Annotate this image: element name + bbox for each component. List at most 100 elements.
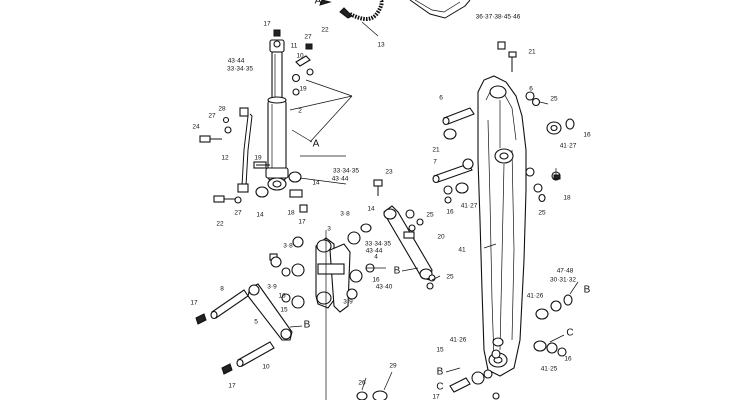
callout-16-link: 16 <box>372 277 380 284</box>
link-3 <box>315 230 351 400</box>
callout-25-right: 25 <box>446 274 454 281</box>
marker-a: A <box>313 139 320 150</box>
callout-17-mid: 17 <box>298 219 306 226</box>
callout-3: 3 <box>327 226 331 233</box>
callout-6: 6 <box>439 95 443 102</box>
callout-11: 11 <box>291 43 298 50</box>
callout-4: 4 <box>374 254 378 261</box>
marker-b-boom: B <box>437 367 444 378</box>
callout-41-25: 41·25 <box>541 366 558 373</box>
callout-29: 29 <box>389 363 397 370</box>
callout-47-48: 47·48 <box>557 268 574 275</box>
callout-30-31-32: 30·31·32 <box>550 277 576 284</box>
callout-41-27: 41·27 <box>560 143 577 150</box>
boom-pin-7 <box>432 158 474 194</box>
callout-labels: 13 36·37·38·45·46 17 27 22 11 10 19 43·4… <box>190 14 591 400</box>
callout-21-lower: 21 <box>432 147 440 154</box>
marker-b-right: B <box>584 285 591 296</box>
callout-43-44: 43·44 <box>228 58 245 65</box>
callout-3-8: 3·8 <box>340 211 350 218</box>
boom-fragment <box>409 0 471 19</box>
hydraulic-cylinder <box>265 39 289 191</box>
callout-7: 7 <box>433 159 437 166</box>
callout-27-left: 27 <box>208 113 216 120</box>
callout-5: 5 <box>254 319 258 326</box>
boom-right-bushings <box>525 118 575 203</box>
callout-24: 24 <box>192 124 200 131</box>
callout-18-lower: 18 <box>287 210 295 217</box>
callout-16-boom: 16 <box>564 356 572 363</box>
callout-25: 25 <box>550 96 558 103</box>
callout-41-26-right: 41·26 <box>527 293 544 300</box>
callout-13: 13 <box>377 42 385 49</box>
callout-26: 26 <box>358 380 366 387</box>
callout-25-link: 25 <box>426 212 434 219</box>
callout-14: 14 <box>312 180 320 187</box>
callout-21: 21 <box>528 49 536 56</box>
callout-14-right: 14 <box>367 206 375 213</box>
marker-c-upper: C <box>566 328 573 339</box>
cylinder-top-hardware <box>273 29 314 96</box>
callout-22-left: 22 <box>216 221 224 228</box>
callout-17: 17 <box>263 21 271 28</box>
callout-3-9: 3·9 <box>267 284 277 291</box>
small-bolts-left <box>199 116 242 204</box>
callout-41: 41 <box>458 247 466 254</box>
link-4 <box>383 205 436 290</box>
callout-17-boom: 17 <box>432 394 440 400</box>
grease-line <box>237 107 253 193</box>
reference-markers: A A B B B B C C <box>289 0 591 393</box>
callout-33-34-35: 33·34·35 <box>227 66 253 73</box>
callout-36-46: 36·37·38·45·46 <box>476 14 521 21</box>
marker-a-top <box>319 0 332 6</box>
boom-pin-6 <box>442 107 475 140</box>
hydraulic-hose <box>339 0 384 37</box>
callout-8: 8 <box>220 286 224 293</box>
callout-15: 15 <box>280 307 288 314</box>
boom-left-middle <box>373 179 453 204</box>
pin-10 <box>221 341 275 375</box>
callout-17-bottom: 17 <box>228 383 236 390</box>
bottom-center-parts <box>356 371 393 400</box>
callout-19: 19 <box>299 86 307 93</box>
callout-10-pin: 10 <box>262 364 270 371</box>
callout-19-lower: 19 <box>254 155 262 162</box>
callout-3-8-left: 3·8 <box>283 243 293 250</box>
marker-c-lower: C <box>436 382 443 393</box>
callout-16-lower: 16 <box>446 209 454 216</box>
callout-27-lower: 27 <box>234 210 242 217</box>
link-3-bushings <box>269 223 375 309</box>
callout-17-left: 17 <box>190 300 198 307</box>
callout-43-40: 43·40 <box>376 284 393 291</box>
callout-10: 10 <box>296 53 304 60</box>
callout-43-44-mid: 43·44 <box>332 176 349 183</box>
callout-33-34-35-mid: 33·34·35 <box>333 168 359 175</box>
callout-12: 12 <box>221 155 229 162</box>
marker-a-top-label: A <box>315 0 322 7</box>
callout-3-9-right: 3·9 <box>343 299 353 306</box>
callout-20: 20 <box>437 234 445 241</box>
pin-8 <box>195 256 282 325</box>
leader-lines <box>299 101 579 295</box>
callout-18: 18 <box>563 195 571 202</box>
callout-43-44-low: 43·44 <box>366 248 383 255</box>
callout-28: 28 <box>218 106 226 113</box>
callout-33-34-35-low: 33·34·35 <box>365 241 391 248</box>
callout-27: 27 <box>304 34 312 41</box>
callout-16-link3: 16 <box>278 293 286 300</box>
callout-41-27-lower: 41·27 <box>461 203 478 210</box>
marker-b-link: B <box>394 266 401 277</box>
boom-top-bolts <box>497 41 541 107</box>
marker-b-left: B <box>304 320 311 331</box>
callout-2: 2 <box>298 108 302 115</box>
callout-16: 16 <box>583 132 591 139</box>
boom-lower-right <box>533 294 573 357</box>
callout-15-boom: 15 <box>436 347 444 354</box>
callout-41-26-left: 41·26 <box>450 337 467 344</box>
callout-23: 23 <box>385 169 393 176</box>
leader-lines-a <box>289 79 353 143</box>
callout-6-boom: 6 <box>529 86 533 93</box>
callout-14-lower: 14 <box>256 212 264 219</box>
